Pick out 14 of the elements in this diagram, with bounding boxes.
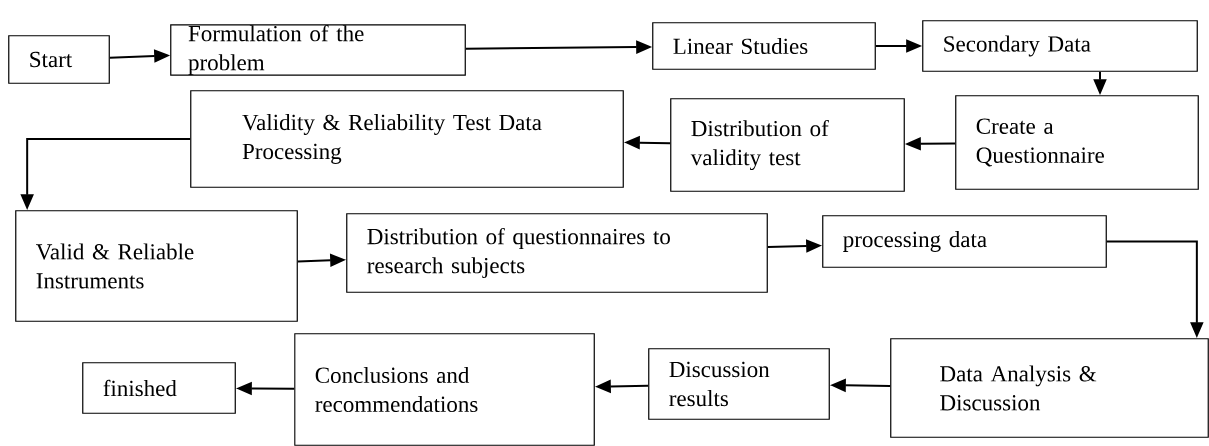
process-box: Conclusions and recommendations <box>294 333 595 446</box>
process-box: Valid & Reliable Instruments <box>15 210 298 322</box>
process-box: Start <box>8 35 110 84</box>
process-box: Create a Questionnaire <box>955 95 1199 190</box>
process-box: Distribution of questionnaires to research subjects <box>346 213 768 293</box>
process-box: Formulation of the problem <box>170 24 466 76</box>
process-box: Distribution of validity test <box>670 98 905 192</box>
process-box: Secondary Data <box>922 20 1198 72</box>
process-box: Linear Studies <box>652 22 876 70</box>
process-box: finished <box>82 362 236 414</box>
process-box: Data Analysis & Discussion <box>890 338 1209 438</box>
process-box: Discussion results <box>648 348 830 420</box>
process-box: Validity & Reliability Test Data Processing <box>190 90 624 188</box>
process-box: processing data <box>822 215 1107 268</box>
